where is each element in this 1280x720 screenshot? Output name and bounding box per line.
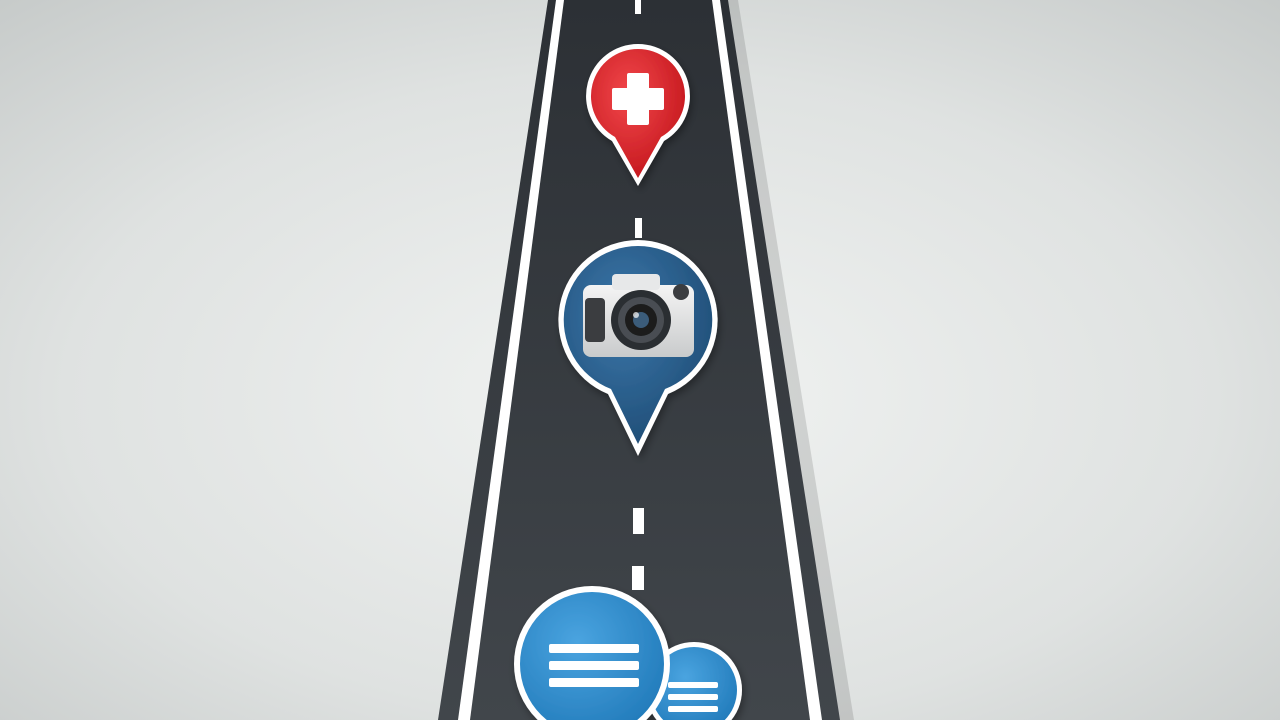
- road-right-edge-line: [712, 0, 822, 720]
- road-left-edge-line: [458, 0, 564, 720]
- road-center-dashes: [632, 0, 644, 590]
- medical-marker: [586, 44, 690, 186]
- medical-cross-icon: [612, 73, 664, 125]
- camera-icon: [583, 274, 694, 357]
- chat-marker: [514, 586, 742, 720]
- camera-marker: [558, 240, 718, 456]
- chat-bubbles-icon: [514, 586, 742, 720]
